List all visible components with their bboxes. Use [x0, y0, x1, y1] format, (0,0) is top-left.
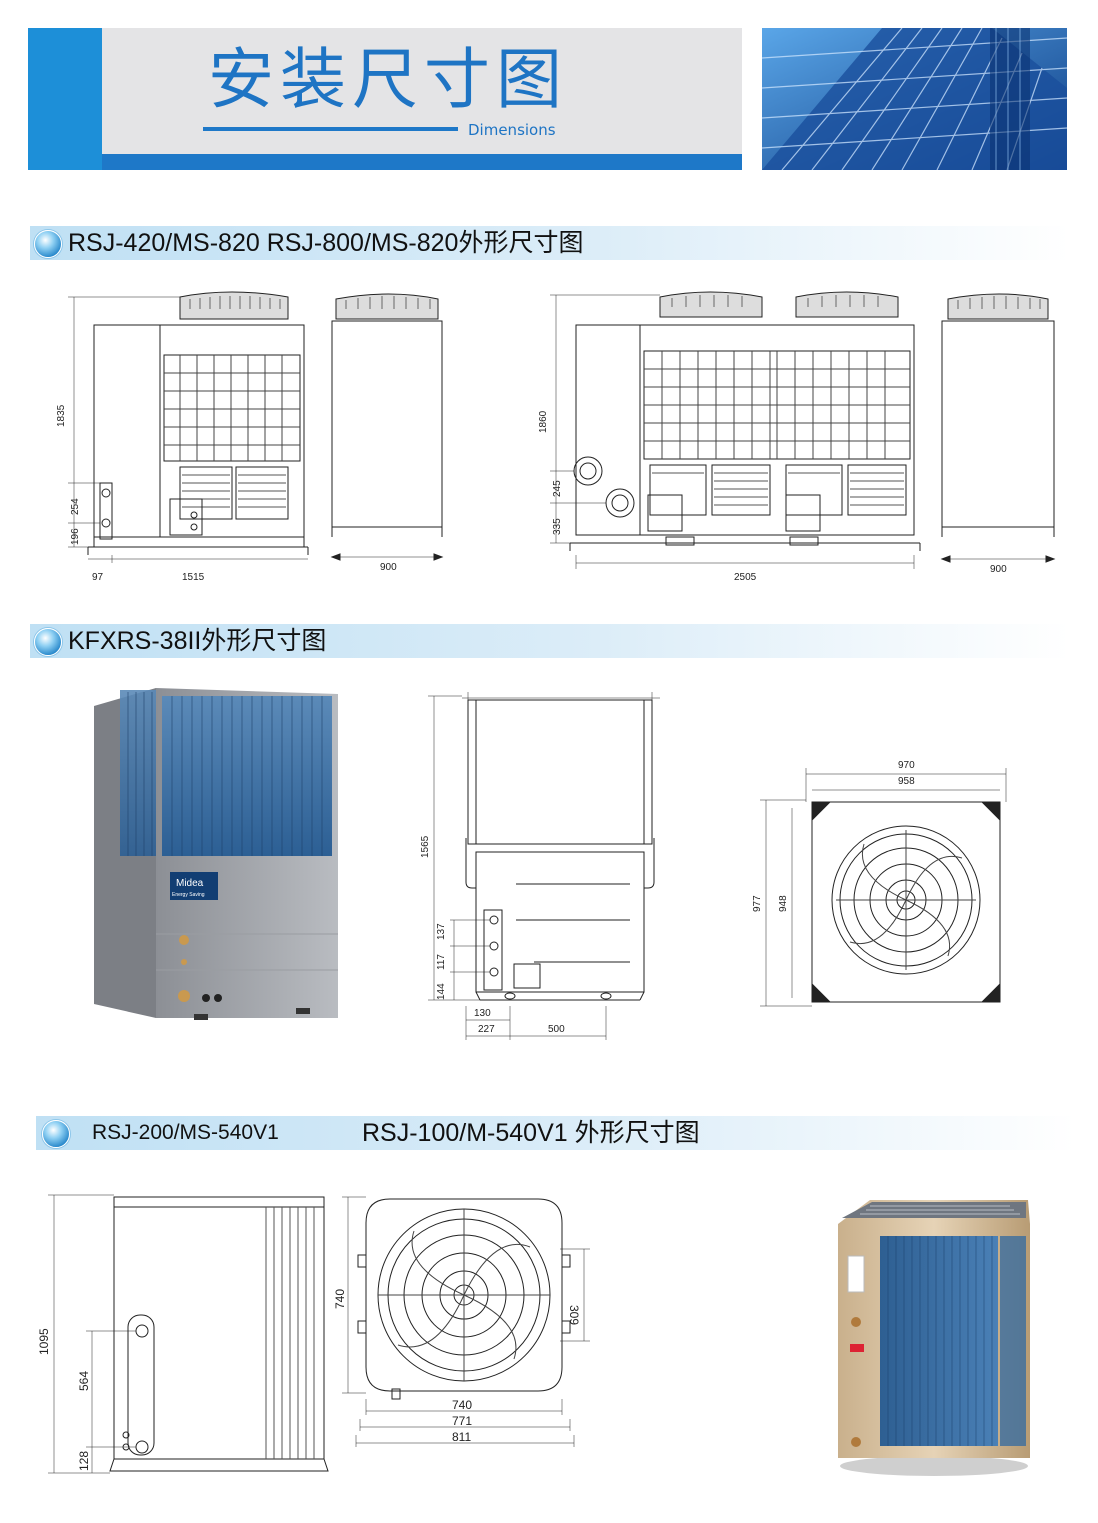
- s3-dim-h2: 564: [77, 1371, 91, 1391]
- rsj-product-image: [838, 1200, 1030, 1476]
- header-stripe: [102, 154, 742, 170]
- header-banner: [102, 28, 742, 154]
- section-3-title-a: RSJ-200/MS-540V1: [92, 1121, 279, 1144]
- s3-dim-h1: 1095: [37, 1328, 51, 1355]
- s2-dim-h4: 144: [436, 983, 447, 1000]
- s2-dim-h5: 977: [752, 895, 763, 912]
- s1-dim-h4: 1860: [538, 410, 549, 433]
- section-2-bullet-icon: [34, 628, 62, 656]
- s2-dim-h1: 1565: [420, 835, 431, 858]
- title-underline: [203, 127, 458, 131]
- brand-tagline: Energy Saving: [172, 892, 205, 898]
- s2-dim-w4: 970: [898, 760, 915, 771]
- section-1-bar: [30, 226, 1070, 260]
- section-2-title: KFXRS-38II外形尺寸图: [68, 627, 327, 655]
- s1-dim-w4: 2505: [734, 572, 757, 583]
- section-1-drawings: 1835 254 196 97 1515 900 1860 245 335 25…: [56, 291, 1056, 583]
- kfxrs-product-image: Midea Energy Saving: [94, 688, 338, 1020]
- s2-dim-w1: 130: [474, 1008, 491, 1019]
- s1-dim-h6: 335: [552, 518, 563, 535]
- s1-dim-h1: 1835: [56, 404, 67, 427]
- s3-dim-w3: 811: [452, 1430, 471, 1444]
- s2-dim-w2: 227: [478, 1024, 495, 1035]
- s3-dim-h3: 128: [77, 1451, 91, 1471]
- s2-dim-h2: 137: [436, 923, 447, 940]
- s1-dim-w3: 900: [380, 562, 397, 573]
- section-1-title: RSJ-420/MS-820 RSJ-800/MS-820外形尺寸图: [68, 229, 584, 257]
- header-accent-block: [28, 28, 102, 170]
- section-1-bullet-icon: [34, 230, 62, 258]
- s3-dim-w1: 740: [452, 1398, 472, 1412]
- s1-dim-h2: 254: [70, 498, 81, 515]
- s3-dim-h5: 309: [567, 1305, 581, 1325]
- s1-dim-h3: 196: [70, 528, 81, 545]
- s3-dim-h4: 740: [333, 1289, 347, 1309]
- s3-dim-w2: 771: [452, 1414, 472, 1428]
- s2-dim-h6: 948: [778, 895, 789, 912]
- page-subtitle: Dimensions: [468, 121, 556, 139]
- brand-logo: Midea: [176, 878, 204, 889]
- s1-dim-w5: 900: [990, 564, 1007, 575]
- section-3-title-b: RSJ-100/M-540V1 外形尺寸图: [362, 1119, 700, 1147]
- section-3-drawings: 1095 564 128 740 309 740 771 811: [37, 1194, 590, 1474]
- s2-dim-h3: 117: [436, 954, 447, 970]
- section-2-bar: [30, 624, 1070, 658]
- building-photo: [762, 28, 1067, 170]
- page-title: 安装尺寸图: [208, 41, 568, 118]
- section-3-bar: [36, 1116, 1076, 1150]
- s2-dim-w3: 500: [548, 1024, 565, 1035]
- s1-dim-w1: 97: [92, 572, 104, 583]
- section-2-drawings: 1565 137 117 144 130 227 500 970 958 977…: [420, 692, 1007, 1040]
- s1-dim-h5: 245: [552, 480, 563, 497]
- s2-dim-w5: 958: [898, 776, 915, 787]
- section-3-bullet-icon: [42, 1120, 70, 1148]
- s1-dim-w2: 1515: [182, 572, 205, 583]
